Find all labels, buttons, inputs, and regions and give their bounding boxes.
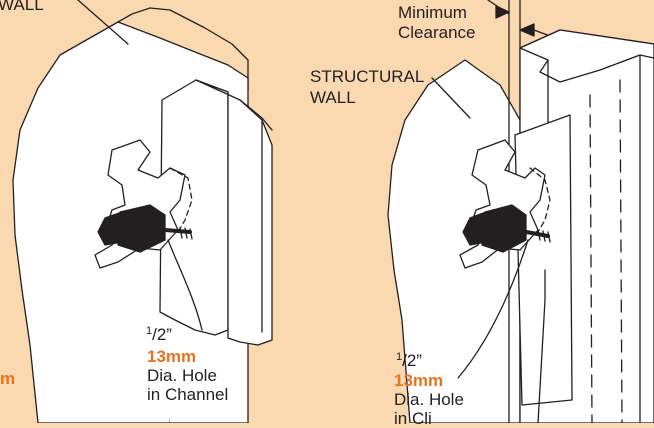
left-hole-line2: in Channel [147, 385, 229, 404]
left-fraction-denominator: /2” [152, 325, 172, 344]
left-wall-leader [77, 0, 129, 45]
right-hidden-outline [529, 167, 551, 233]
right-hole-line1: Dia. Hole [394, 390, 464, 409]
left-wall-label: WALL [0, 0, 44, 14]
right-fraction-numerator: 1 [396, 351, 403, 363]
clearance-label-line2: Clearance [398, 23, 476, 42]
right-hole-leader [457, 239, 529, 379]
left-hole-line1: Dia. Hole [147, 366, 217, 385]
right-bolt-head [462, 211, 495, 246]
right-bolt-thread [537, 229, 551, 243]
left-channel-web [195, 79, 273, 346]
left-wall-rough-edge [117, 7, 249, 91]
clearance-arrow-right [519, 23, 535, 37]
left-hole-leader [167, 239, 203, 331]
left-bolt-head [97, 211, 131, 246]
left-hidden-outline [169, 167, 193, 233]
right-stud-top [519, 29, 654, 83]
right-fraction-label: 1/2” [396, 348, 422, 370]
right-metric-label: 13mm [394, 371, 444, 390]
left-bolt-shaft [138, 226, 192, 234]
structural-wall-line2: WALL [310, 88, 356, 107]
right-fraction-denominator: /2” [402, 351, 422, 370]
left-bolt-thread [179, 227, 193, 240]
right-stud-dash-1 [619, 79, 623, 423]
clearance-leader-1 [487, 0, 510, 15]
clearance-label-line1: Minimum [398, 3, 467, 22]
left-fraction-numerator: 1 [146, 325, 153, 337]
right-plate-leader [537, 269, 546, 423]
right-clip-plate [514, 114, 573, 406]
left-cut-metric-fragment: m [0, 369, 16, 388]
structural-wall-line1: STRUCTURAL [310, 67, 425, 86]
left-metric-label: 13mm [147, 347, 197, 366]
right-stud-dash-2 [589, 94, 593, 423]
right-hole-line2: in Cli [394, 409, 432, 428]
left-channel-lip [239, 99, 273, 131]
left-fraction-label: 1/2” [146, 322, 172, 344]
right-wall-leader [431, 77, 471, 119]
right-bolt-shaft [503, 226, 550, 238]
